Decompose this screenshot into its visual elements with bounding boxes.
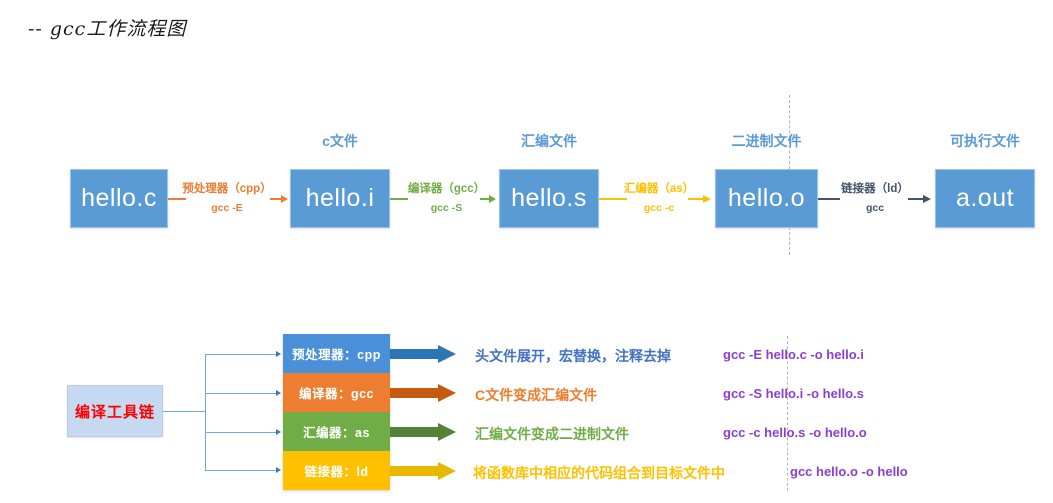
flow-node-hello-o[interactable]: hello.o	[715, 169, 818, 228]
bracket-branch-cpp	[205, 354, 277, 355]
connector-compile-arrow-icon	[489, 194, 496, 203]
bracket-branch-as	[205, 432, 277, 433]
connector-assemble-sub: gcc -c	[643, 202, 675, 214]
stage-arrow-as	[390, 423, 456, 441]
flow-caption-hello-s: 汇编文件	[521, 133, 577, 149]
stage-row-ld[interactable]: 链接器：ld	[283, 451, 390, 490]
flow-node-hello-c[interactable]: hello.c	[70, 169, 168, 228]
stage-row-cpp[interactable]: 预处理器：cpp	[283, 334, 390, 373]
bracket-branch-gcc	[205, 393, 277, 394]
connector-compile-sub: gcc -S	[430, 202, 463, 214]
connector-assemble-arrow-icon	[703, 194, 711, 203]
flow-caption-a-out: 可执行文件	[950, 133, 1020, 149]
connector-preprocess-line	[168, 198, 186, 200]
stage-description-cpp: 头文件展开，宏替换，注释去掉	[475, 348, 671, 364]
stage-row-as[interactable]: 汇编器：as	[283, 412, 390, 451]
connector-preprocess-sub: gcc -E	[211, 202, 243, 214]
bracket-branch-gcc-arrow-icon	[276, 389, 281, 396]
stage-command-ld: gcc hello.o -o hello	[790, 464, 908, 479]
stage-description-as: 汇编文件变成二进制文件	[475, 426, 629, 442]
connector-preprocess-arrow-icon	[281, 194, 288, 203]
flow-node-hello-i[interactable]: hello.i	[290, 169, 390, 228]
stage-command-cpp: gcc -E hello.c -o hello.i	[723, 347, 864, 362]
connector-compile-label: 编译器（gcc）	[407, 183, 486, 195]
connector-link-line2	[908, 198, 924, 200]
stage-row-gcc[interactable]: 编译器：gcc	[283, 373, 390, 412]
flow-caption-hello-o: 二进制文件	[731, 133, 802, 149]
section-divider-bottom	[787, 336, 788, 491]
stage-arrow-gcc	[390, 384, 456, 402]
toolchain-stage-stack: 预处理器：cpp 编译器：gcc 汇编器：as 链接器：ld	[283, 334, 390, 490]
connector-preprocess-label: 预处理器（cpp）	[182, 183, 272, 195]
connector-assemble-label: 汇编器（as）	[623, 183, 695, 195]
stage-description-ld: 将函数库中相应的代码组合到目标文件中	[473, 465, 725, 481]
bracket-stem	[163, 411, 205, 412]
connector-link-line	[818, 198, 840, 200]
toolchain-box[interactable]: 编译工具链	[67, 385, 163, 437]
connector-link-label: 链接器（ld）	[841, 183, 909, 195]
connector-link-arrow-icon	[923, 194, 931, 203]
flow-caption-hello-i: c文件	[322, 133, 358, 149]
connector-compile-line	[390, 198, 408, 200]
bracket-branch-ld	[205, 470, 277, 471]
stage-arrow-cpp	[390, 345, 456, 363]
bracket-branch-cpp-arrow-icon	[276, 350, 281, 357]
bracket-branch-ld-arrow-icon	[276, 466, 281, 473]
bracket-branch-as-arrow-icon	[276, 428, 281, 435]
bracket-spine	[205, 354, 206, 471]
flow-node-a-out[interactable]: a.out	[935, 169, 1035, 228]
connector-assemble-line2	[688, 198, 704, 200]
stage-command-gcc: gcc -S hello.i -o hello.s	[723, 386, 864, 401]
connector-assemble-line	[599, 198, 627, 200]
stage-arrow-ld	[390, 462, 456, 480]
connector-link-sub: gcc	[865, 202, 885, 214]
flow-node-hello-s[interactable]: hello.s	[499, 169, 599, 228]
page-title: -- gcc工作流程图	[28, 18, 187, 40]
stage-description-gcc: C文件变成汇编文件	[475, 387, 598, 403]
connector-preprocess-line2	[270, 198, 282, 200]
connector-compile-line2	[480, 198, 490, 200]
stage-command-as: gcc -c hello.s -o hello.o	[723, 425, 867, 440]
